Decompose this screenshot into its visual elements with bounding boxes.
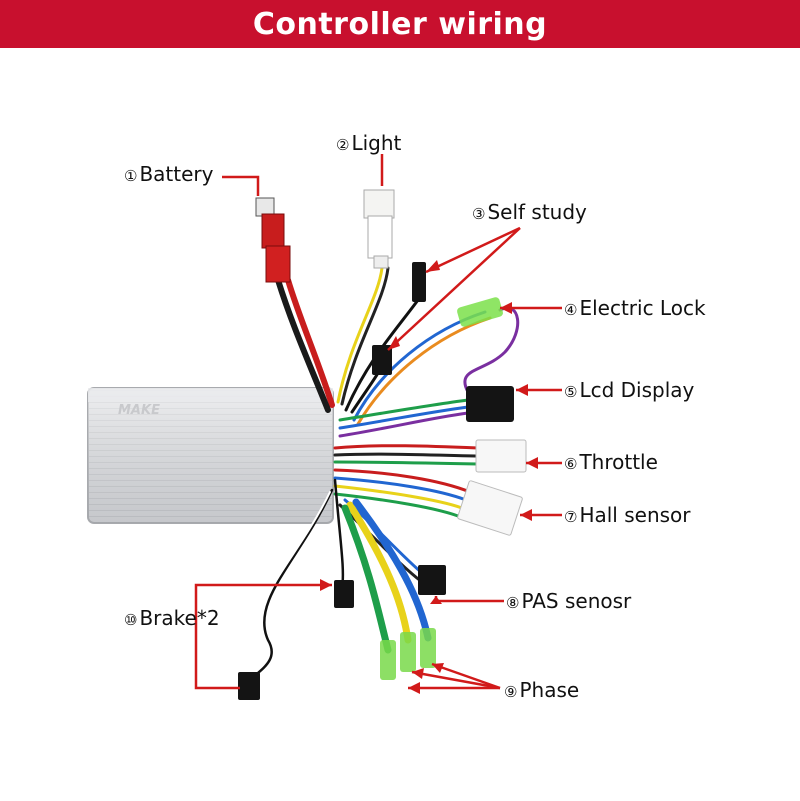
- battery-connector: [255, 197, 291, 283]
- selfstudy-connector-bottom: [372, 345, 392, 375]
- display-wire-purple: [338, 411, 470, 438]
- pas-connector: [418, 565, 446, 595]
- brake-connector-1: [334, 580, 354, 608]
- brake-connector-2: [238, 672, 260, 700]
- light-wire-black: [340, 266, 390, 406]
- selfstudy-connector-top: [412, 262, 426, 302]
- page-title: Controller wiring: [252, 6, 548, 42]
- phase-wire-green: [341, 504, 392, 654]
- brake-wire-3: [259, 491, 331, 643]
- light-wire-yellow: [336, 266, 384, 404]
- hall-wire-red: [333, 468, 472, 494]
- pointer-arrowheads: [320, 260, 538, 694]
- phase-wire-yellow: [346, 501, 412, 644]
- lock-loop-purple: [463, 306, 520, 394]
- pas-wire-2: [338, 503, 424, 584]
- phase-pointer-3: [411, 670, 501, 690]
- phase-wire-blue: [352, 498, 432, 642]
- battery-wire-black: [275, 277, 331, 413]
- throttle-wire-green: [333, 460, 480, 466]
- lock-wire-orange: [356, 316, 492, 426]
- pas-pointer: [434, 596, 504, 603]
- battery-wire-red: [285, 277, 335, 408]
- phase-connector-1: [380, 640, 396, 680]
- selfstudy-pointer-2: [387, 227, 521, 351]
- controller-box: MAKE: [87, 387, 334, 524]
- display-wire-green: [338, 398, 470, 422]
- hall-connector: [457, 480, 523, 536]
- brand-logo: MAKE: [118, 403, 160, 418]
- phase-connector-3: [420, 628, 436, 668]
- display-wire-blue: [338, 405, 470, 430]
- hall-wire-blue: [333, 476, 468, 502]
- throttle-connector: [475, 439, 527, 473]
- throttle-wire-red: [333, 444, 480, 450]
- connectors: [238, 189, 527, 700]
- phase-pointer-2: [431, 662, 501, 690]
- light-connector: [363, 189, 395, 269]
- phase-connector-2: [400, 632, 416, 672]
- title-banner: Controller wiring: [0, 0, 800, 48]
- hall-wire-green: [333, 492, 460, 518]
- selfstudy-pointer-1: [425, 226, 521, 274]
- battery-pointer: [222, 175, 260, 196]
- brake-pointer: [194, 583, 332, 690]
- wiring-illustration: MAKE: [87, 154, 562, 700]
- hall-wire-yellow: [333, 484, 464, 510]
- throttle-wire-black: [333, 452, 480, 458]
- lock-connector: [457, 297, 503, 327]
- brake-wire-2: [248, 488, 334, 682]
- display-connector: [466, 386, 514, 422]
